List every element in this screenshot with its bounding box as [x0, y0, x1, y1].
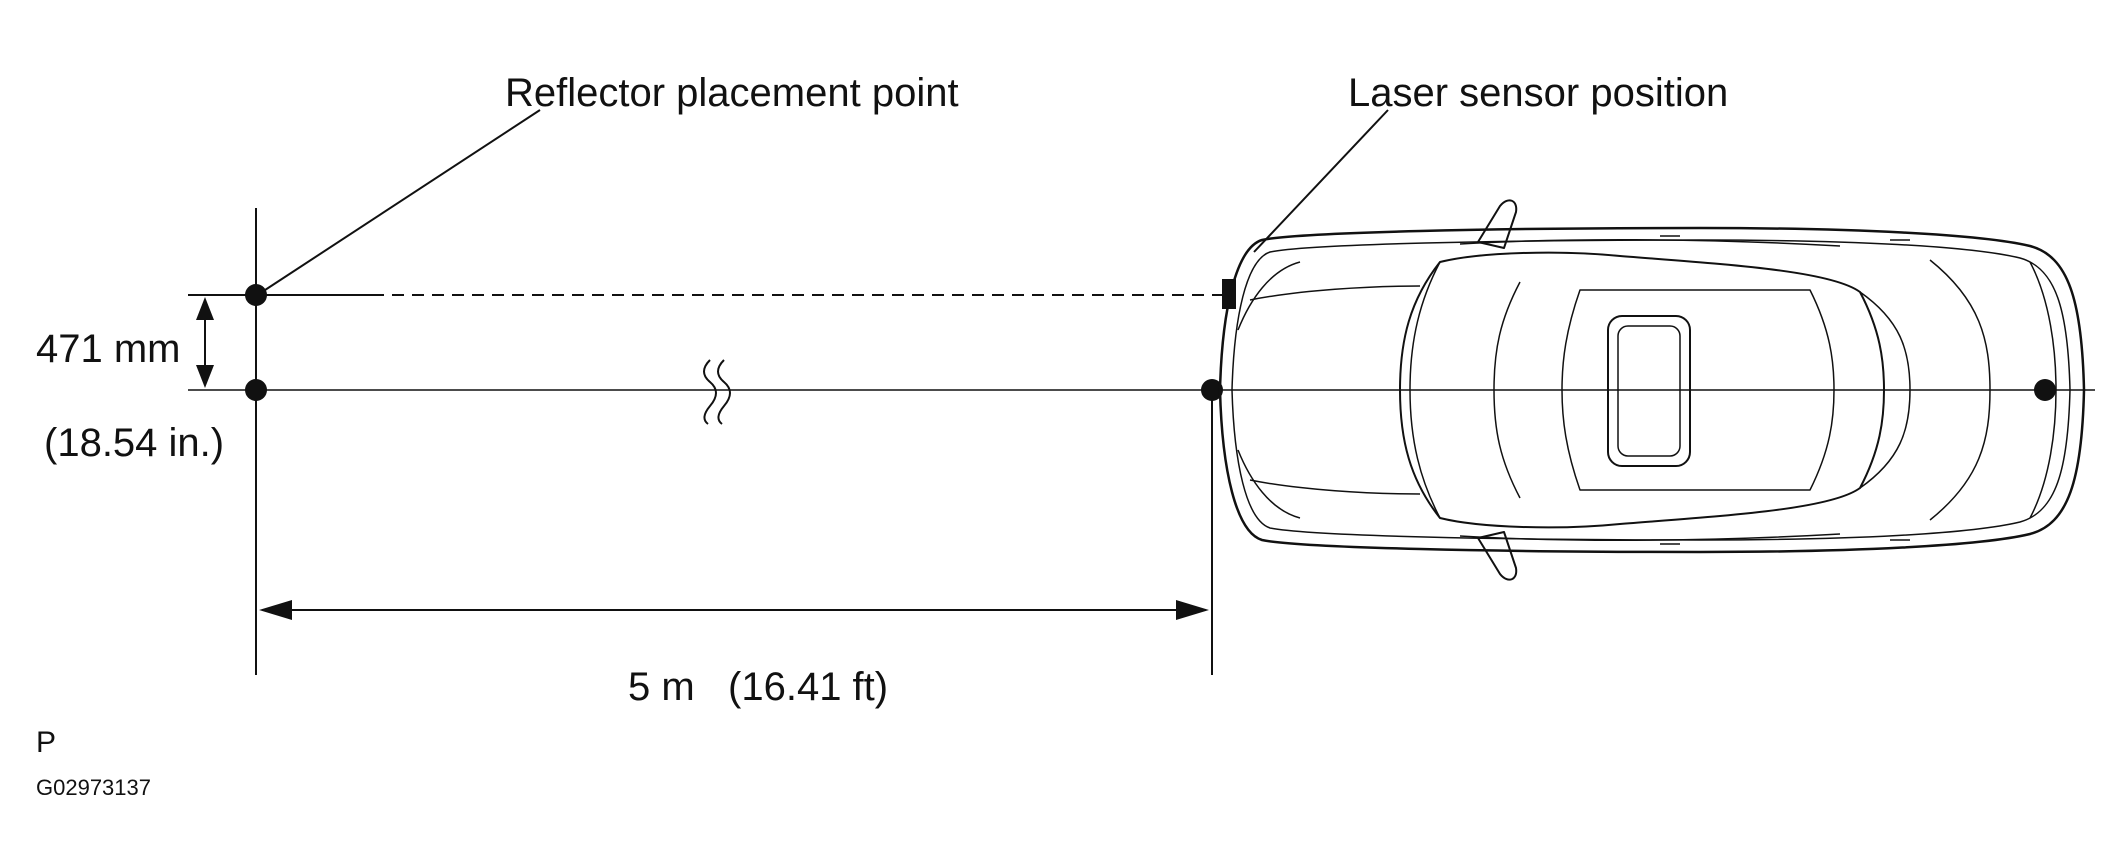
centerline-reflector-marker — [245, 379, 267, 401]
reflector-placement-label: Reflector placement point — [505, 71, 959, 115]
distance-dimension-arrow — [259, 600, 1209, 620]
offset-mm-label: 471 mm — [36, 327, 181, 371]
offset-in-label: (18.54 in.) — [44, 421, 224, 465]
offset-dimension-arrow — [196, 297, 214, 388]
vehicle-rear-center-marker — [2034, 379, 2056, 401]
distance-label: 5 m (16.41 ft) — [628, 665, 888, 709]
corner-code-label: P — [36, 726, 56, 759]
centerline-break-symbol-2 — [717, 359, 731, 425]
vehicle-top-view — [1218, 199, 2086, 581]
centerline-break-symbol — [703, 359, 717, 425]
laser-sensor-label: Laser sensor position — [1348, 71, 1728, 115]
reflector-point-marker — [245, 284, 267, 306]
figure-id-label: G02973137 — [36, 775, 151, 800]
reflector-leader-line — [261, 109, 541, 293]
laser-sensor-leader-line — [1253, 109, 1389, 253]
vehicle-front-center-marker — [1201, 379, 1223, 401]
